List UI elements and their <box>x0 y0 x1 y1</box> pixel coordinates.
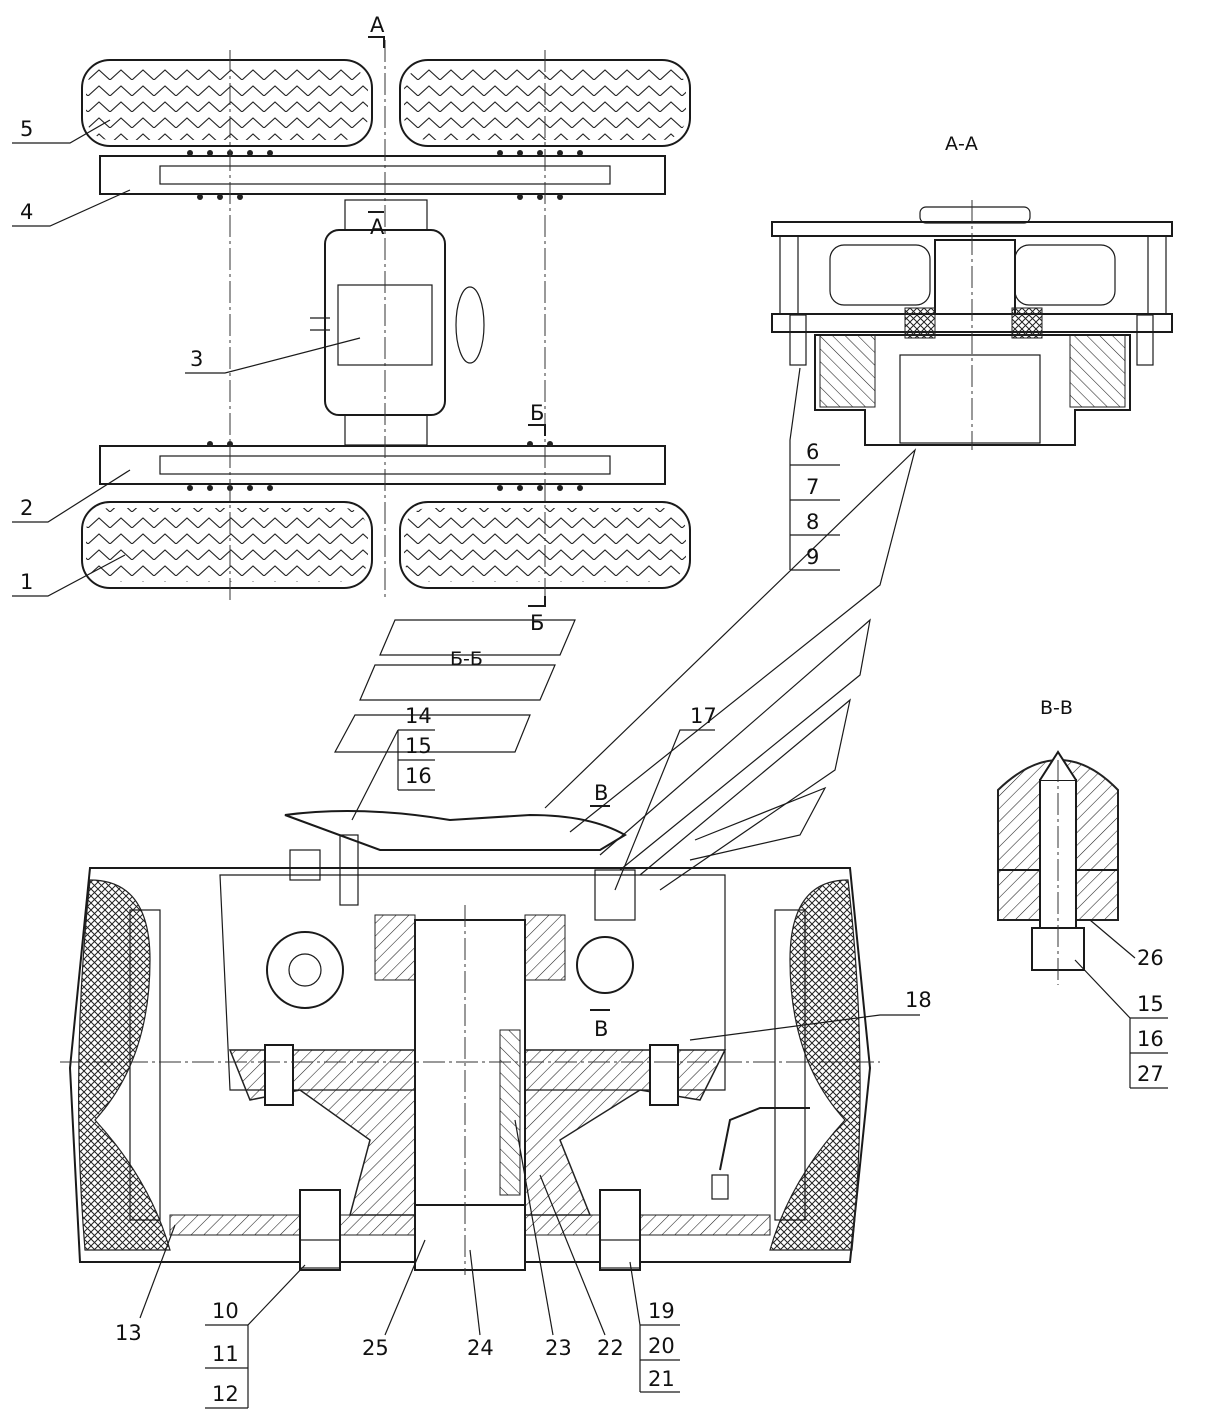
callout-9: 9 <box>806 545 819 569</box>
callout-2: 2 <box>20 496 33 520</box>
section-bb: Б-Б <box>60 448 932 1409</box>
callout-27: 27 <box>1137 1062 1164 1086</box>
callout-6: 6 <box>806 440 819 464</box>
callout-14: 14 <box>405 704 432 728</box>
callout-24: 24 <box>467 1336 494 1360</box>
callout-4: 4 <box>20 200 33 224</box>
callout-16-vv: 16 <box>1137 1027 1164 1051</box>
section-aa-title: А-А <box>945 133 978 155</box>
cut-mark-a-mid: А <box>370 215 385 239</box>
callout-7: 7 <box>806 475 819 499</box>
callout-19: 19 <box>648 1299 675 1323</box>
callout-25: 25 <box>362 1336 389 1360</box>
cut-mark-v-top: В <box>594 781 608 805</box>
callout-21: 21 <box>648 1367 675 1391</box>
section-vv: В-В 26 15 16 27 <box>997 697 1168 1089</box>
section-vv-title: В-В <box>1040 697 1073 719</box>
cut-mark-b-top: Б <box>530 401 544 425</box>
callout-3: 3 <box>190 347 203 371</box>
cut-mark-b-bottom: Б <box>530 611 544 635</box>
callout-10: 10 <box>212 1299 239 1323</box>
cut-mark-a-top: А <box>370 13 385 37</box>
callout-16-bb: 16 <box>405 764 432 788</box>
cut-mark-v-bottom: В <box>594 1017 608 1041</box>
beam-top <box>99 155 666 195</box>
callout-23: 23 <box>545 1336 572 1360</box>
section-aa: А-А 6 7 8 9 <box>771 133 1173 571</box>
callout-26: 26 <box>1137 946 1164 970</box>
callout-5: 5 <box>20 117 33 141</box>
plan-view: А А Б Б 5 4 3 2 1 <box>12 13 691 635</box>
callout-1: 1 <box>20 570 33 594</box>
callout-8: 8 <box>806 510 819 534</box>
callout-12: 12 <box>212 1382 239 1406</box>
callout-18: 18 <box>905 988 932 1012</box>
callout-11: 11 <box>212 1342 239 1366</box>
callout-13: 13 <box>115 1321 142 1345</box>
callout-20: 20 <box>648 1334 675 1358</box>
beam-bottom <box>99 445 666 485</box>
callout-22: 22 <box>597 1336 624 1360</box>
callout-15-vv: 15 <box>1137 992 1164 1016</box>
section-bb-title: Б-Б <box>450 648 483 670</box>
callout-17: 17 <box>690 704 717 728</box>
callout-15-bb: 15 <box>405 734 432 758</box>
